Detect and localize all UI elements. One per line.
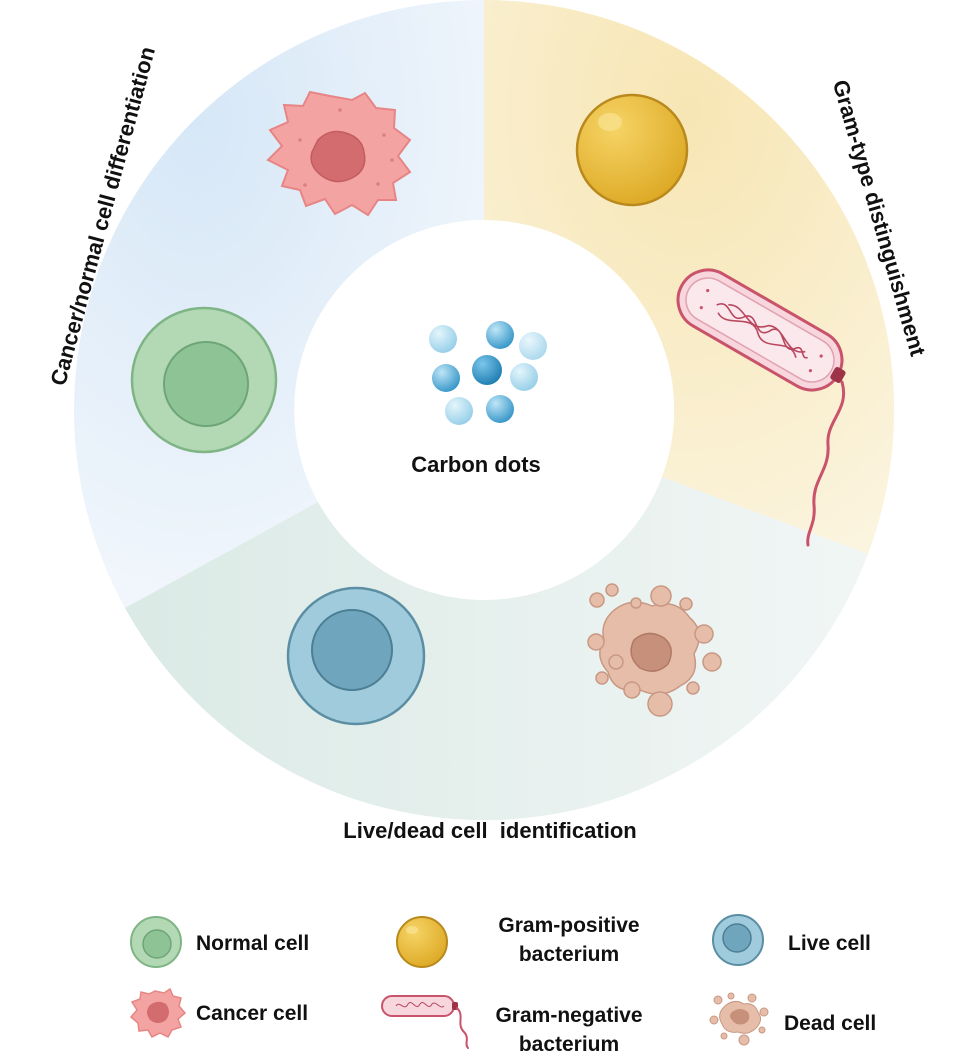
cancer-cell-illustration [266, 90, 412, 217]
carbon-dot [445, 397, 473, 425]
carbon-dot [472, 355, 502, 385]
gram-positive-illustration [575, 93, 689, 207]
carbon-dot [486, 395, 514, 423]
carbon-dot [432, 364, 460, 392]
carbon-dot [486, 321, 514, 349]
legend-gram-negative-label-line1: Gram-negative [495, 1004, 642, 1027]
dead-cell-illustration [587, 583, 722, 717]
center-label: Carbon dots [411, 452, 541, 477]
carbon-dot [519, 332, 547, 360]
legend-dead-cell-icon [709, 992, 769, 1046]
legend-gram-positive-icon [396, 916, 448, 968]
legend-normal-cell-icon [130, 916, 182, 968]
legend-gram-positive-label-line1: Gram-positive [498, 914, 639, 937]
carbon-dots-cluster [429, 321, 547, 425]
carbon-dot [510, 363, 538, 391]
legend: Normal cell Cancer cell Gram-positive ba… [129, 914, 876, 1056]
legend-gram-negative-icon [381, 995, 469, 1049]
legend-gram-positive-label-line2: bacterium [519, 943, 619, 966]
legend-cancer-cell-label: Cancer cell [196, 1002, 308, 1025]
legend-gram-negative-label-line2: bacterium [519, 1033, 619, 1056]
legend-live-cell-label: Live cell [788, 932, 871, 955]
legend-dead-cell-label: Dead cell [784, 1012, 876, 1035]
segment-title-live-dead: Live/dead cell identification [343, 818, 636, 843]
gram-negative-illustration [676, 268, 846, 547]
carbon-dot [429, 325, 457, 353]
normal-cell-illustration [130, 306, 278, 454]
legend-live-cell-icon [712, 914, 764, 966]
legend-cancer-cell-icon [129, 987, 187, 1038]
legend-normal-cell-label: Normal cell [196, 932, 309, 955]
segment-live-dead [125, 477, 868, 821]
live-cell-illustration [286, 586, 426, 726]
